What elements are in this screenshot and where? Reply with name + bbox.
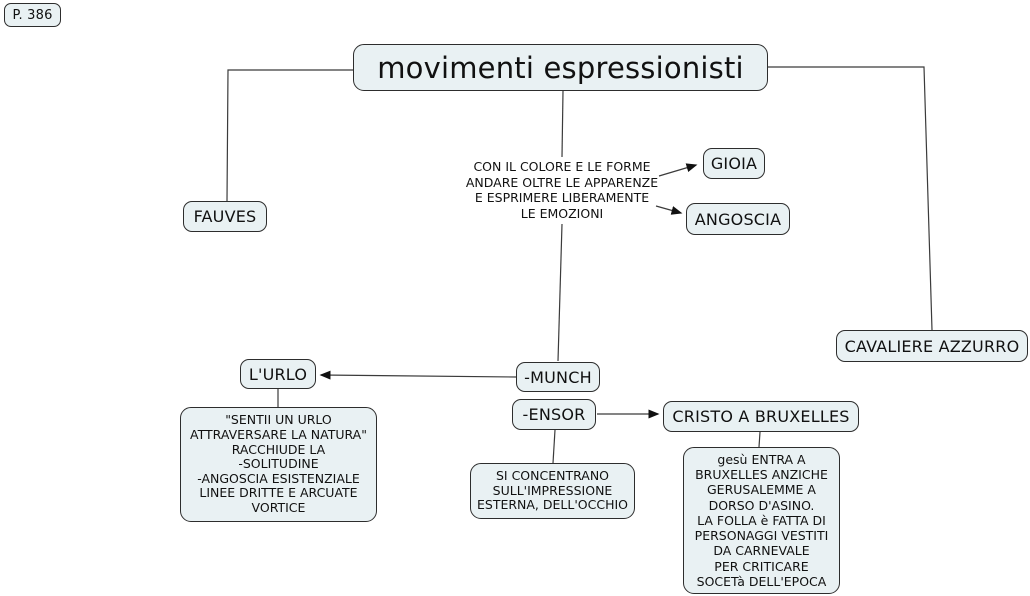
edge-title-fauves	[226, 69, 353, 202]
note-urlo-description[interactable]: "SENTII UN URLO ATTRAVERSARE LA NATURA" …	[180, 407, 377, 522]
node-munch[interactable]: -MUNCH	[516, 362, 600, 392]
gioia-label: GIOIA	[710, 154, 758, 173]
node-gioia[interactable]: GIOIA	[703, 148, 765, 179]
node-urlo[interactable]: L'URLO	[240, 359, 316, 389]
node-cavaliere-azzurro[interactable]: CAVALIERE AZZURRO	[836, 330, 1028, 362]
munch-label: -MUNCH	[524, 367, 592, 387]
node-angoscia[interactable]: ANGOSCIA	[686, 203, 790, 235]
edge-ensor-note	[552, 429, 556, 464]
angoscia-label: ANGOSCIA	[694, 209, 782, 229]
edge-emozioni-munch	[557, 223, 563, 362]
edge-munch-urlo	[319, 370, 517, 380]
cristo-a-bruxelles-label: CRISTO A BRUXELLES	[672, 407, 850, 426]
cavaliere-azzurro-label: CAVALIERE AZZURRO	[844, 336, 1020, 356]
edge-emozioni-angoscia	[655, 205, 683, 215]
fauves-label: FAUVES	[193, 207, 257, 226]
urlo-label: L'URLO	[248, 364, 308, 384]
title-label: movimenti espressionisti	[377, 50, 744, 85]
node-ensor[interactable]: -ENSOR	[512, 399, 596, 430]
edge-title-emozioni	[561, 90, 564, 158]
node-cristo-a-bruxelles[interactable]: CRISTO A BRUXELLES	[663, 401, 859, 432]
edge-cristo-note	[758, 431, 761, 448]
edge-emozioni-gioia	[658, 163, 698, 177]
edge-title-cavaliere	[768, 66, 933, 331]
page-number-label: P. 386	[12, 7, 53, 23]
page-number-badge: P. 386	[4, 3, 61, 27]
note-cristo-description[interactable]: gesù ENTRA A BRUXELLES ANZICHE GERUSALEM…	[683, 447, 840, 594]
note-ensor-description[interactable]: SI CONCENTRANO SULL'IMPRESSIONE ESTERNA,…	[470, 463, 635, 519]
node-title[interactable]: movimenti espressionisti	[353, 44, 768, 91]
ensor-label: -ENSOR	[522, 405, 586, 424]
node-fauves[interactable]: FAUVES	[183, 201, 267, 232]
linking-phrase-emozioni[interactable]: CON IL COLORE E LE FORME ANDARE OLTRE LE…	[465, 159, 659, 221]
